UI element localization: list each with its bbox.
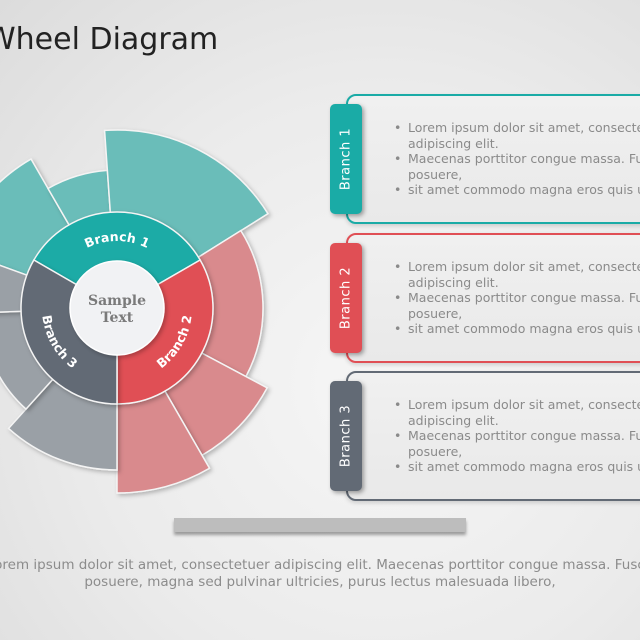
branch-1-bullets: Lorem ipsum dolor sit amet, consectetuer…	[392, 120, 640, 198]
bullet-item: Lorem ipsum dolor sit amet, consectetuer	[392, 397, 640, 413]
branch-2-tab-label: Branch 2	[338, 266, 354, 330]
bullet-continuation: adipiscing elit.	[408, 135, 499, 151]
branch-1-tab[interactable]: Branch 1	[330, 104, 362, 214]
bullet-item: Maecenas porttitor congue massa. Fusce	[392, 290, 640, 306]
branch-2-tab[interactable]: Branch 2	[330, 243, 362, 353]
bullet-item: sit amet commodo magna eros quis urna	[392, 459, 640, 475]
branch-1-tab-label: Branch 1	[338, 127, 354, 191]
bullet-item: sit amet commodo magna eros quis urna	[392, 321, 640, 337]
center-label-line2: Text	[101, 310, 134, 326]
bullet-item: Maecenas porttitor congue massa. Fusce	[392, 151, 640, 167]
branch-3-bullets: Lorem ipsum dolor sit amet, consectetuer…	[392, 397, 640, 475]
bullet-continuation: posuere,	[408, 443, 463, 459]
center-circle	[69, 260, 165, 356]
footer-line-1: Lorem ipsum dolor sit amet, consectetuer…	[0, 557, 640, 573]
bullet-continuation: adipiscing elit.	[408, 412, 499, 428]
bullet-continuation: posuere,	[408, 305, 463, 321]
bullet-continuation: posuere,	[408, 166, 463, 182]
bullet-item: Maecenas porttitor congue massa. Fusce	[392, 428, 640, 444]
divider-bar	[174, 518, 466, 532]
branch-3-tab[interactable]: Branch 3	[330, 381, 362, 491]
bullet-continuation: adipiscing elit.	[408, 274, 499, 290]
footer-line-2: posuere, magna sed pulvinar ultricies, p…	[84, 574, 556, 590]
center-label-line1: Sample	[88, 293, 146, 309]
bullet-item: sit amet commodo magna eros quis urna	[392, 182, 640, 198]
footer-text: Lorem ipsum dolor sit amet, consectetuer…	[0, 557, 640, 591]
slide-title: Wheel Diagram	[0, 22, 219, 57]
branch-2-bullets: Lorem ipsum dolor sit amet, consectetuer…	[392, 259, 640, 337]
branch-3-tab-label: Branch 3	[338, 404, 354, 468]
bullet-item: Lorem ipsum dolor sit amet, consectetuer	[392, 120, 640, 136]
bullet-item: Lorem ipsum dolor sit amet, consectetuer	[392, 259, 640, 275]
